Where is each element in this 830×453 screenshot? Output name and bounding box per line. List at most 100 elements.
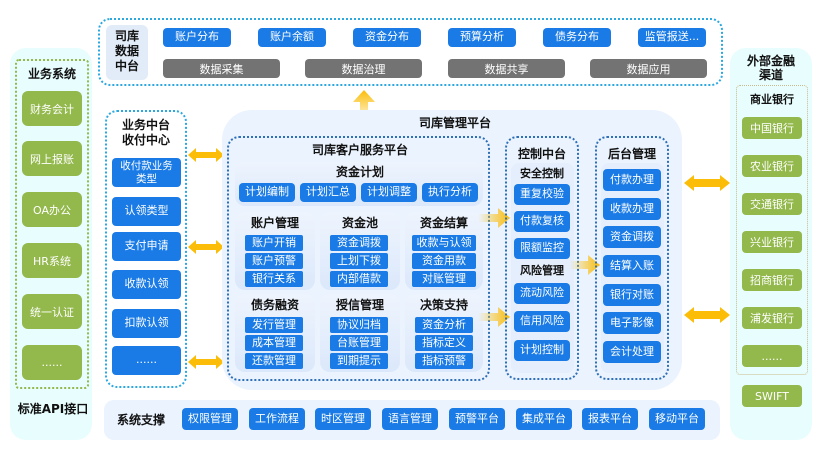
business-center-payment-type[interactable]: 收付款业务 类型 <box>112 158 181 187</box>
customer-service-title: 司库客户服务平台 <box>311 143 408 157</box>
commercial-banks-title: 商业银行 <box>750 93 794 106</box>
fund-plan-title: 资金计划 <box>335 165 384 179</box>
module-item[interactable]: 指标预警 <box>415 353 473 369</box>
back-office-reconcile[interactable]: 银行对账 <box>603 284 661 306</box>
control-item-limit-monitor[interactable]: 限额监控 <box>514 238 570 259</box>
commercial-banks-frame <box>736 85 808 375</box>
data-platform-container <box>98 18 723 86</box>
back-office-eimage[interactable]: 电子影像 <box>603 312 661 334</box>
module-title-settlement: 资金结算 <box>419 216 468 230</box>
data-item-account-balance[interactable]: 账户余额 <box>258 28 326 47</box>
bank-abc[interactable]: 农业银行 <box>742 155 802 177</box>
module-item[interactable]: 台账管理 <box>330 335 388 351</box>
module-item[interactable]: 资金用款 <box>412 253 476 269</box>
business-center-frame <box>105 110 187 388</box>
standard-api-label: 标准API接口 <box>17 402 89 416</box>
module-item[interactable]: 对账管理 <box>412 271 476 287</box>
business-system-hr[interactable]: HR系统 <box>22 243 82 278</box>
module-item[interactable]: 还款管理 <box>245 353 303 369</box>
bank-more[interactable]: ...... <box>742 345 802 367</box>
swift-channel[interactable]: SWIFT <box>742 385 802 407</box>
control-center-title: 控制中台 <box>517 147 566 161</box>
business-system-finance[interactable]: 财务会计 <box>22 91 82 126</box>
support-mobile[interactable]: 移动平台 <box>649 408 705 430</box>
risk-management-title: 风险管理 <box>520 264 564 277</box>
module-item[interactable]: 到期提示 <box>330 353 388 369</box>
data-item-regulatory-report[interactable]: 监管报送... <box>638 28 706 47</box>
module-item[interactable]: 指标定义 <box>415 335 473 351</box>
control-item-duplicate-check[interactable]: 重复校验 <box>514 184 570 205</box>
data-item-governance[interactable]: 数据治理 <box>305 59 422 78</box>
module-item[interactable]: 内部借款 <box>330 271 388 287</box>
business-system-more[interactable]: ...... <box>22 345 82 380</box>
back-office-posting[interactable]: 结算入账 <box>603 255 661 277</box>
support-workflow[interactable]: 工作流程 <box>249 408 305 430</box>
data-platform-title: 司库 数据 中台 <box>114 29 139 73</box>
module-item[interactable]: 银行关系 <box>245 271 303 287</box>
back-office-frame <box>595 136 669 380</box>
business-center-receipt-claim[interactable]: 收款认领 <box>112 270 181 299</box>
back-office-receipt[interactable]: 收款办理 <box>603 198 661 220</box>
customer-service-frame <box>227 136 490 381</box>
support-report[interactable]: 报表平台 <box>582 408 638 430</box>
control-item-payment-review[interactable]: 付款复核 <box>514 211 570 232</box>
support-permission[interactable]: 权限管理 <box>182 408 238 430</box>
right-arrow-icon <box>478 307 510 327</box>
double-arrow-icon <box>188 148 224 162</box>
business-center-payment-request[interactable]: 支付申请 <box>112 232 181 261</box>
support-timezone[interactable]: 时区管理 <box>315 408 371 430</box>
data-item-account-distribution[interactable]: 账户分布 <box>163 28 231 47</box>
back-office-title: 后台管理 <box>607 147 656 161</box>
data-item-fund-distribution[interactable]: 资金分布 <box>353 28 421 47</box>
bank-bocom[interactable]: 交通银行 <box>742 193 802 215</box>
business-center-deduction-claim[interactable]: 扣款认领 <box>112 309 181 338</box>
module-item[interactable]: 资金分析 <box>415 317 473 333</box>
data-item-budget-analysis[interactable]: 预算分析 <box>448 28 516 47</box>
data-item-collection[interactable]: 数据采集 <box>163 59 280 78</box>
business-center-more[interactable]: ...... <box>112 346 181 375</box>
treasury-platform-title: 司库管理平台 <box>418 116 491 130</box>
up-arrow-icon <box>353 90 375 124</box>
bank-cib[interactable]: 兴业银行 <box>742 231 802 253</box>
fund-plan-summary[interactable]: 计划汇总 <box>300 183 356 202</box>
module-item[interactable]: 账户开销 <box>245 235 303 251</box>
business-system-online-reimburse[interactable]: 网上报账 <box>22 141 82 176</box>
module-title-decision: 决策支持 <box>419 298 468 312</box>
double-arrow-icon <box>684 175 730 191</box>
module-item[interactable]: 协议归档 <box>330 317 388 333</box>
data-item-sharing[interactable]: 数据共享 <box>448 59 565 78</box>
module-item[interactable]: 上划下拨 <box>330 253 388 269</box>
control-item-plan-control[interactable]: 计划控制 <box>514 340 570 361</box>
business-systems-frame <box>15 59 89 389</box>
module-item[interactable]: 成本管理 <box>245 335 303 351</box>
data-item-debt-distribution[interactable]: 债务分布 <box>543 28 611 47</box>
business-center-title: 业务中台 收付中心 <box>121 118 170 147</box>
business-center-claim-type[interactable]: 认领类型 <box>112 197 181 226</box>
module-title-debt: 债务融资 <box>250 298 299 312</box>
support-integration[interactable]: 集成平台 <box>516 408 572 430</box>
bank-spdb[interactable]: 浦发银行 <box>742 307 802 329</box>
module-item[interactable]: 发行管理 <box>245 317 303 333</box>
data-item-application[interactable]: 数据应用 <box>590 59 707 78</box>
business-system-oa[interactable]: OA办公 <box>22 192 82 227</box>
support-language[interactable]: 语言管理 <box>382 408 438 430</box>
support-alert[interactable]: 预警平台 <box>449 408 505 430</box>
control-item-credit-risk[interactable]: 信用风险 <box>514 311 570 332</box>
back-office-accounting[interactable]: 会计处理 <box>603 341 661 363</box>
business-systems-title: 业务系统 <box>27 67 76 81</box>
module-title-credit: 授信管理 <box>335 298 384 312</box>
module-item[interactable]: 账户预警 <box>245 253 303 269</box>
back-office-payment[interactable]: 付款办理 <box>603 169 661 191</box>
back-office-transfer[interactable]: 资金调拨 <box>603 226 661 248</box>
data-platform-title-box <box>106 25 148 80</box>
business-system-sso[interactable]: 统一认证 <box>22 294 82 329</box>
fund-plan-analysis[interactable]: 执行分析 <box>422 183 478 202</box>
module-item[interactable]: 收款与认领 <box>412 235 476 251</box>
module-title-account: 账户管理 <box>250 216 299 230</box>
bank-cmb[interactable]: 招商银行 <box>742 269 802 291</box>
fund-plan-adjust[interactable]: 计划调整 <box>361 183 417 202</box>
bank-boc[interactable]: 中国银行 <box>742 117 802 139</box>
module-item[interactable]: 资金调拨 <box>330 235 388 251</box>
fund-plan-compile[interactable]: 计划编制 <box>239 183 295 202</box>
control-item-liquidity-risk[interactable]: 流动风险 <box>514 283 570 304</box>
